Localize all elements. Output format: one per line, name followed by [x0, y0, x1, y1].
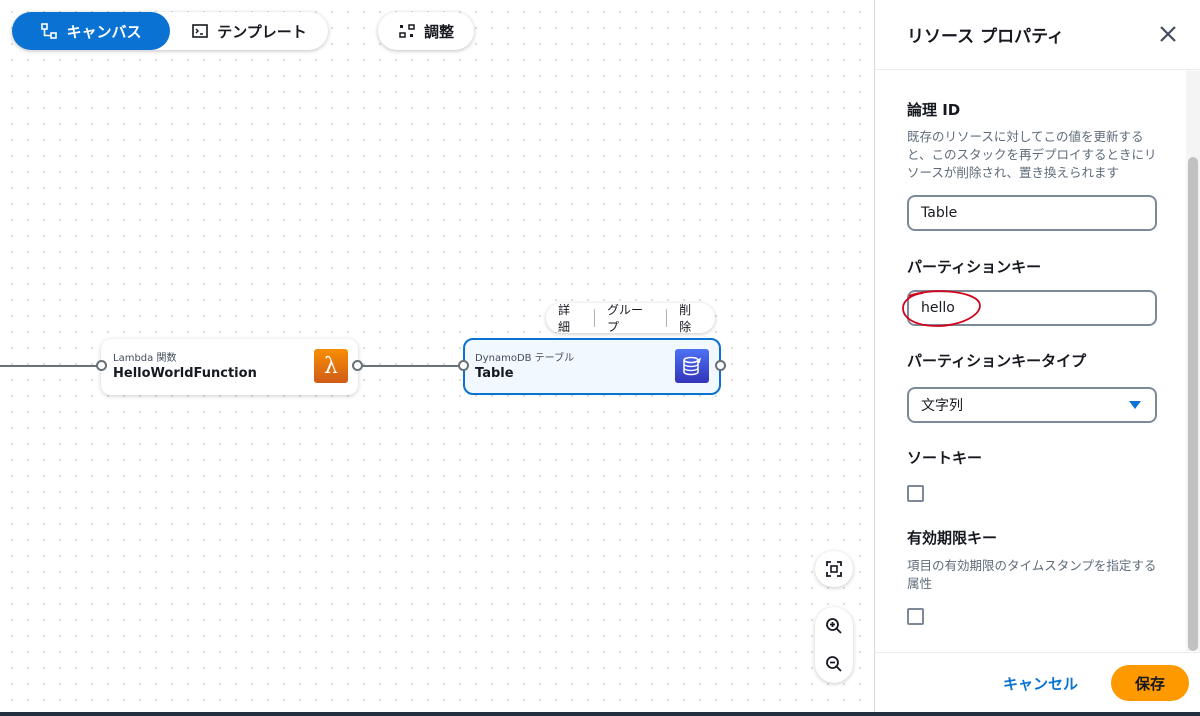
dynamodb-node[interactable]: DynamoDB テーブル Table	[463, 338, 721, 395]
bottom-border	[0, 712, 1200, 716]
partition-key-type-value: 文字列	[921, 398, 963, 414]
view-toggle: キャンバス テンプレート	[12, 12, 328, 50]
partition-key-type-select[interactable]: 文字列	[907, 387, 1157, 423]
panel-header: リソース プロパティ	[875, 0, 1200, 70]
canvas-icon	[40, 22, 58, 40]
node-action-menu: 詳細 グループ 削除	[546, 303, 715, 334]
adjust-button[interactable]: 調整	[378, 12, 474, 50]
sort-key-label: ソートキー	[907, 449, 983, 467]
connection-port[interactable]	[96, 360, 107, 371]
ttl-description: 項目の有効期限のタイムスタンプを指定する属性	[907, 558, 1157, 591]
node-type-label: Lambda 関数	[113, 353, 177, 364]
lambda-icon: λ	[314, 349, 348, 383]
zoom-out-icon	[825, 655, 843, 673]
node-name: HelloWorldFunction	[113, 366, 257, 381]
fit-view-icon	[825, 560, 843, 578]
arrange-icon	[398, 22, 416, 40]
adjust-label: 調整	[423, 22, 454, 41]
fit-view-control	[815, 551, 853, 587]
ttl-label: 有効期限キー	[907, 529, 998, 547]
panel-scrollbar-thumb[interactable]	[1188, 157, 1198, 651]
template-tab[interactable]: テンプレート	[170, 12, 328, 50]
panel-title: リソース プロパティ	[907, 27, 1065, 47]
partition-key-type-label: パーティションキータイプ	[907, 352, 1087, 370]
logical-id-value: Table	[921, 205, 958, 221]
close-icon[interactable]	[1158, 24, 1178, 44]
terminal-icon	[191, 22, 209, 40]
resource-properties-panel: リソース プロパティ 論理 ID 既存のリソースに対してこの値を更新すると、この…	[874, 0, 1200, 712]
node-type-label: DynamoDB テーブル	[475, 353, 575, 364]
connection-edge	[0, 365, 98, 367]
fit-view-button[interactable]	[816, 553, 852, 585]
panel-footer: キャンセル 保存	[875, 652, 1200, 712]
partition-key-value: hello	[921, 300, 955, 316]
partition-key-input[interactable]: hello	[907, 290, 1157, 326]
zoom-in-button[interactable]	[816, 610, 852, 642]
zoom-in-icon	[825, 617, 843, 635]
node-name: Table	[475, 366, 514, 381]
design-canvas[interactable]: キャンバス テンプレート 調整 Lambda 関数 HelloWorldFunc…	[0, 0, 874, 712]
canvas-tab-label: キャンバス	[66, 22, 142, 41]
template-tab-label: テンプレート	[217, 22, 307, 41]
logical-id-input[interactable]: Table	[907, 195, 1157, 231]
group-menu-item[interactable]: グループ	[606, 303, 643, 334]
partition-key-label: パーティションキー	[907, 258, 1042, 276]
canvas-tab[interactable]: キャンバス	[12, 12, 170, 50]
delete-menu-item[interactable]: 削除	[679, 303, 692, 334]
connection-edge	[362, 365, 460, 367]
lambda-node[interactable]: Lambda 関数 HelloWorldFunction λ	[101, 339, 358, 395]
dynamodb-icon	[675, 349, 709, 383]
logical-id-description: 既存のリソースに対してこの値を更新すると、このスタックを再デプロイするときにリソ…	[907, 129, 1157, 180]
connection-port[interactable]	[715, 360, 726, 371]
cancel-button[interactable]: キャンセル	[1003, 675, 1079, 693]
save-button[interactable]: 保存	[1111, 665, 1189, 701]
menu-divider	[666, 309, 668, 327]
connection-port[interactable]	[352, 360, 363, 371]
zoom-controls	[815, 607, 853, 683]
menu-divider	[593, 309, 595, 327]
connection-port[interactable]	[458, 360, 469, 371]
ttl-checkbox[interactable]	[907, 608, 924, 625]
caret-down-icon	[1129, 401, 1141, 409]
sort-key-checkbox[interactable]	[907, 485, 924, 502]
zoom-out-button[interactable]	[816, 648, 852, 680]
logical-id-label: 論理 ID	[907, 101, 961, 119]
annotation-circle	[902, 290, 981, 327]
details-menu-item[interactable]: 詳細	[558, 303, 571, 334]
